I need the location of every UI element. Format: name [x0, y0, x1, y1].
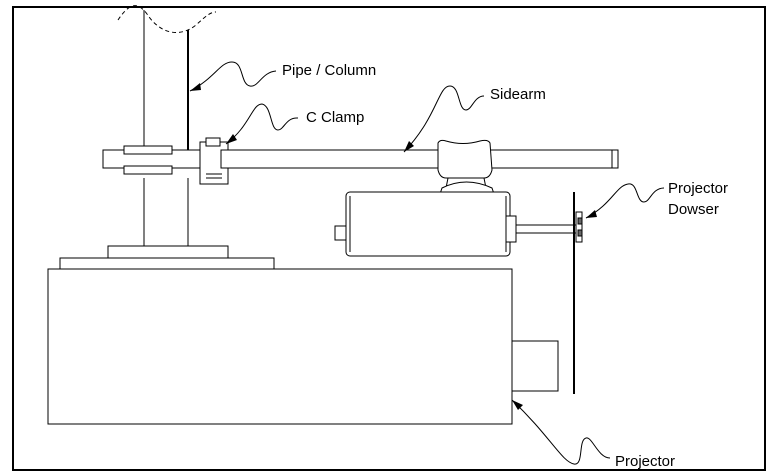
sidearm-mount: [437, 139, 495, 195]
projector-leader: [511, 399, 611, 465]
label-pipe-column: Pipe / Column: [282, 62, 376, 79]
dowser-leader-arrow: [586, 210, 597, 218]
pipe-column: [117, 5, 217, 246]
column-base-lower: [59, 257, 275, 270]
column-base-upper: [107, 245, 229, 259]
c-clamp-leader-arrow: [226, 134, 237, 144]
pipe-column-leader-arrow: [190, 83, 201, 91]
label-sidearm: Sidearm: [490, 86, 546, 103]
sidearm-bar: [220, 149, 619, 169]
projector-lens-box: [511, 340, 559, 392]
sidearm-leader: [403, 85, 485, 153]
dowser-leader: [585, 183, 665, 219]
dowser-housing: [334, 191, 517, 257]
dowser-flange: [575, 211, 583, 243]
dowser-shaft: [516, 224, 578, 234]
projector-body: [47, 268, 513, 425]
pipe-column-leader: [189, 61, 277, 92]
frame-border: [12, 6, 766, 471]
projector-leader-arrow: [512, 400, 523, 410]
label-projector-dowser-line1: Projector: [668, 180, 728, 197]
label-projector: Projector: [615, 453, 675, 470]
c-clamp-leader: [225, 103, 299, 145]
label-projector-dowser-line2: Dowser: [668, 201, 719, 218]
label-c-clamp: C Clamp: [306, 109, 364, 126]
pipe-break-line: [117, 5, 217, 33]
c-clamp: [102, 137, 229, 185]
sidearm-leader-arrow: [404, 141, 414, 152]
